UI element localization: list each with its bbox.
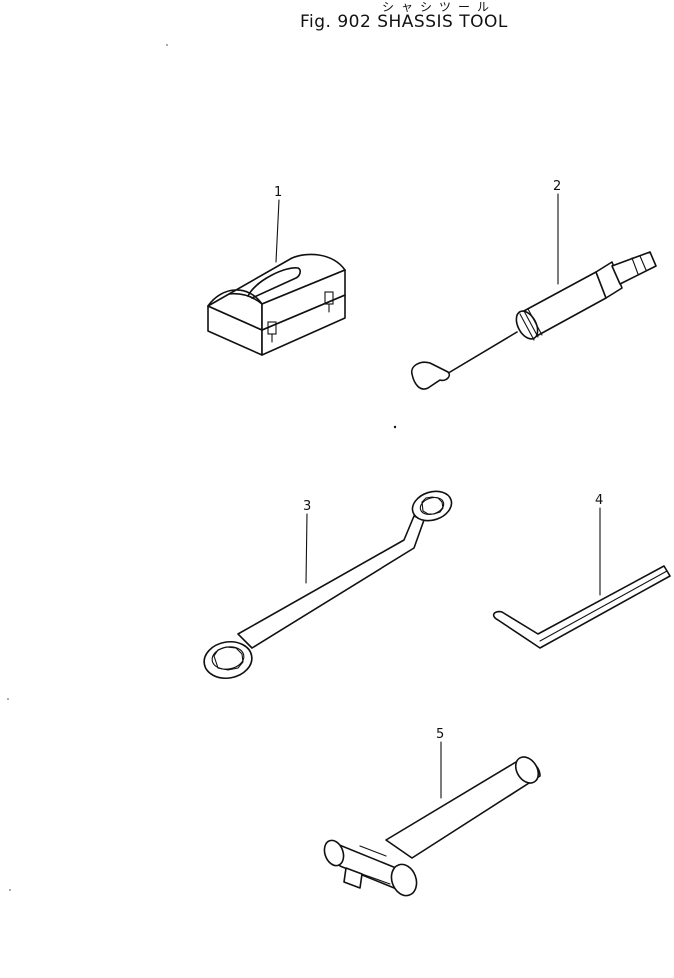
grease-gun-icon — [410, 251, 657, 390]
part-3-number: 3 — [303, 499, 311, 514]
figure-subtitle: シャシツール — [382, 0, 497, 14]
part-1[interactable]: 1 — [207, 185, 346, 356]
tool-box-icon — [207, 253, 346, 356]
part-2[interactable]: 2 — [410, 179, 657, 390]
hammer-icon — [323, 756, 541, 897]
part-5-number: 5 — [436, 727, 444, 742]
part-3-leader-line — [305, 513, 308, 584]
part-1-number: 1 — [274, 185, 282, 200]
box-wrench-icon — [203, 490, 453, 680]
part-4-number: 4 — [595, 493, 603, 508]
part-5[interactable]: 5 — [321, 727, 543, 899]
scan-specks — [7, 44, 397, 891]
part-1-leader-line — [275, 199, 280, 263]
part-4[interactable]: 4 — [492, 493, 671, 649]
hex-key-icon — [492, 565, 671, 649]
part-2-number: 2 — [553, 179, 561, 194]
figure-title: Fig. 902 SHASSIS TOOL — [300, 12, 508, 32]
part-3[interactable]: 3 — [201, 487, 455, 682]
